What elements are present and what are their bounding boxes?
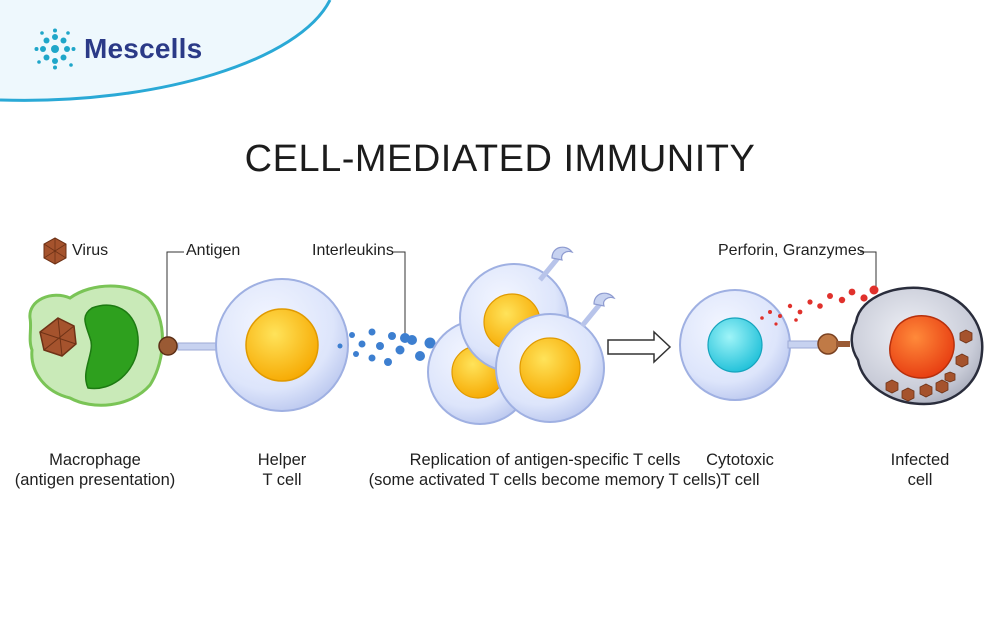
replication-caption: Replication of antigen-specific T cells … xyxy=(368,451,722,489)
helper-caption: Helper T cell xyxy=(257,451,307,489)
helper-t-cell xyxy=(215,278,349,412)
macrophage-cell xyxy=(28,284,164,407)
leader-lines xyxy=(166,251,877,338)
perforin-granzymes-label: Perforin, Granzymes xyxy=(718,242,865,259)
infected-caption: Infected cell xyxy=(890,451,950,489)
virus-legend-icon xyxy=(43,237,67,265)
brand-logo[interactable]: Mescells xyxy=(34,28,202,70)
virus-label: Virus xyxy=(72,242,109,259)
replicating-t-cells xyxy=(427,246,616,425)
mescells-logo-icon xyxy=(34,28,76,70)
process-arrow-icon xyxy=(607,330,672,364)
antigen-label: Antigen xyxy=(186,242,241,259)
macrophage-caption: Macrophage (antigen presentation) xyxy=(14,451,176,489)
cytotoxic-t-cell xyxy=(679,289,850,401)
antigen-receptor xyxy=(158,336,221,356)
perforin-particles xyxy=(760,285,879,326)
cytotoxic-caption: Cytotoxic T cell xyxy=(706,451,774,489)
corner-swoosh xyxy=(0,0,332,102)
page-title: CELL-MEDIATED IMMUNITY xyxy=(244,138,756,180)
infected-cell xyxy=(850,286,984,406)
brand-name: Mescells xyxy=(84,33,203,64)
interleukins-label: Interleukins xyxy=(312,242,394,259)
